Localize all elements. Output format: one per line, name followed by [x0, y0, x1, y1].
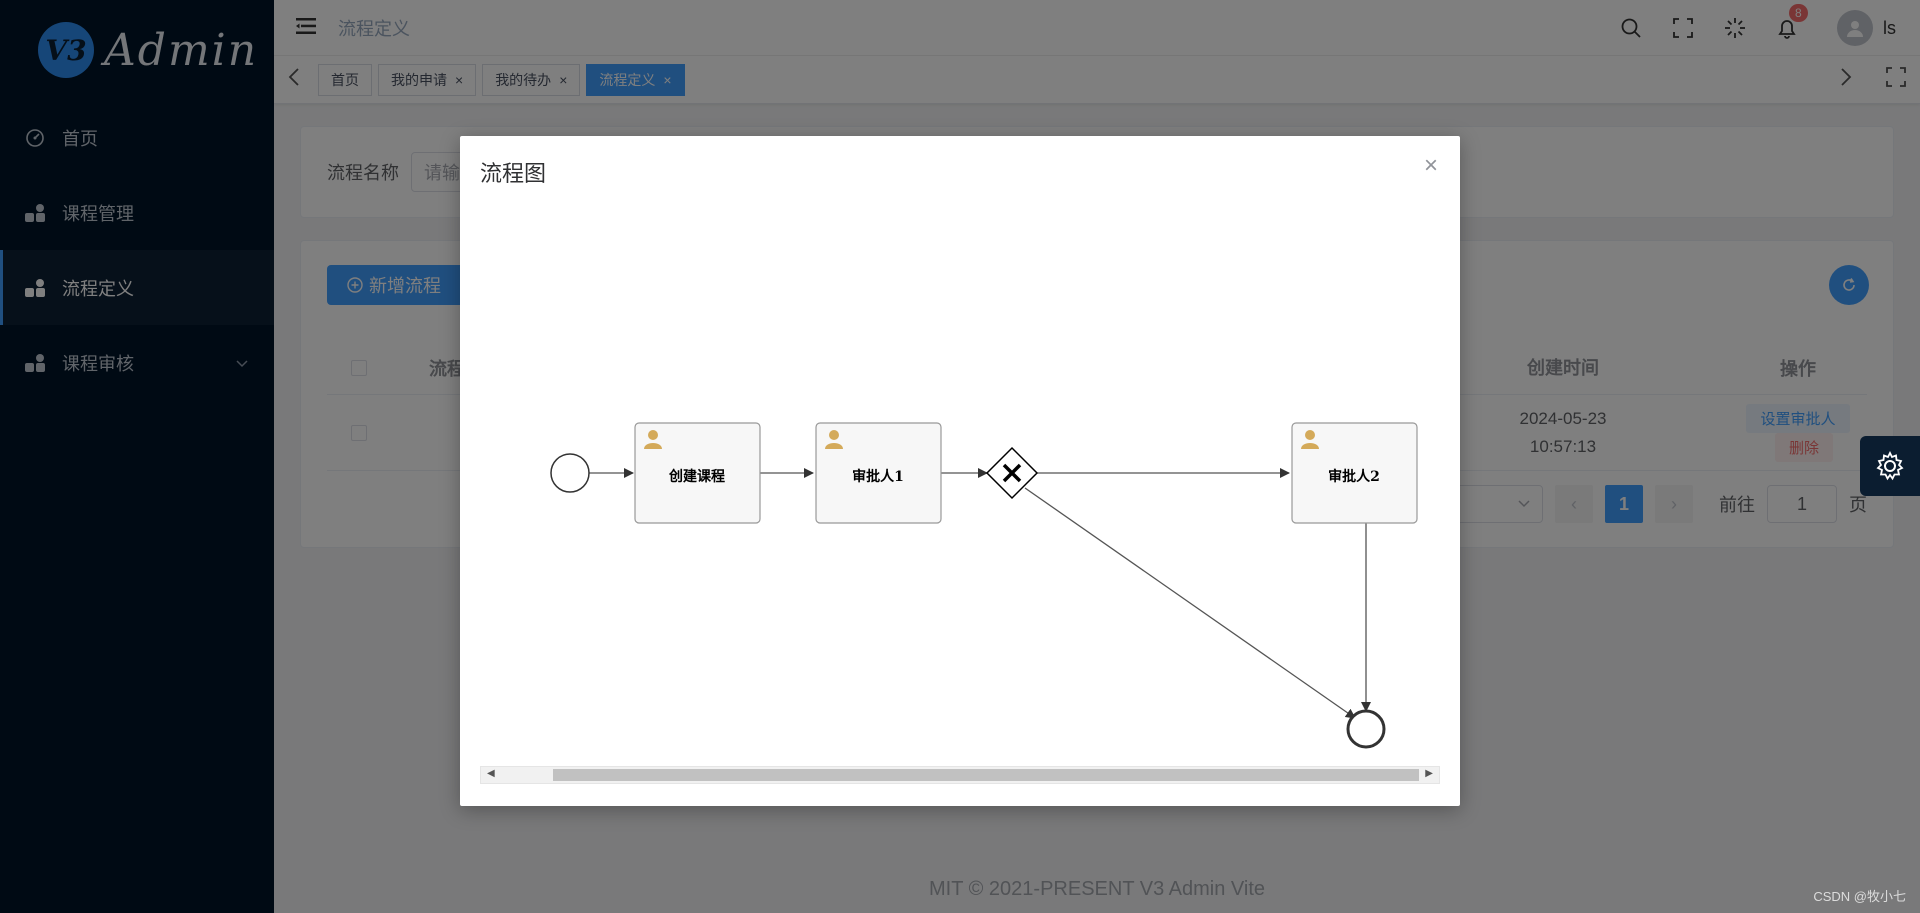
end-event[interactable] — [1346, 709, 1386, 749]
sequence-flows — [589, 468, 1371, 719]
watermark: CSDN @牧小七 — [1813, 889, 1906, 904]
scrollbar-thumb[interactable] — [553, 769, 1419, 781]
process-diagram-dialog: 流程图 × 创建课程 — [460, 136, 1460, 806]
user-icon — [1301, 430, 1319, 449]
user-icon — [825, 430, 843, 449]
dialog-title: 流程图 — [480, 161, 547, 186]
task-label: 审批人1 — [852, 468, 904, 485]
task-label: 创建课程 — [668, 468, 725, 485]
user-task-create-course[interactable]: 创建课程 — [634, 422, 761, 524]
task-label: 审批人2 — [1328, 468, 1380, 485]
user-task-approver-2[interactable]: 审批人2 — [1291, 422, 1418, 524]
exclusive-gateway[interactable] — [985, 446, 1039, 500]
close-icon — [1002, 463, 1022, 483]
scroll-right-icon[interactable]: ▶ — [1425, 768, 1433, 779]
close-icon[interactable]: × — [1423, 152, 1438, 179]
horizontal-scrollbar[interactable]: ◀ ▶ — [480, 766, 1440, 784]
bpmn-diagram: 创建课程 审批人1 审批人2 — [550, 422, 1418, 749]
settings-button[interactable] — [1860, 436, 1920, 496]
user-task-approver-1[interactable]: 审批人1 — [815, 422, 942, 524]
flow-gateway-to-end — [1024, 487, 1356, 719]
scroll-left-icon[interactable]: ◀ — [487, 768, 495, 779]
start-event[interactable] — [550, 453, 590, 493]
user-icon — [644, 430, 662, 449]
gear-icon — [1875, 451, 1905, 481]
